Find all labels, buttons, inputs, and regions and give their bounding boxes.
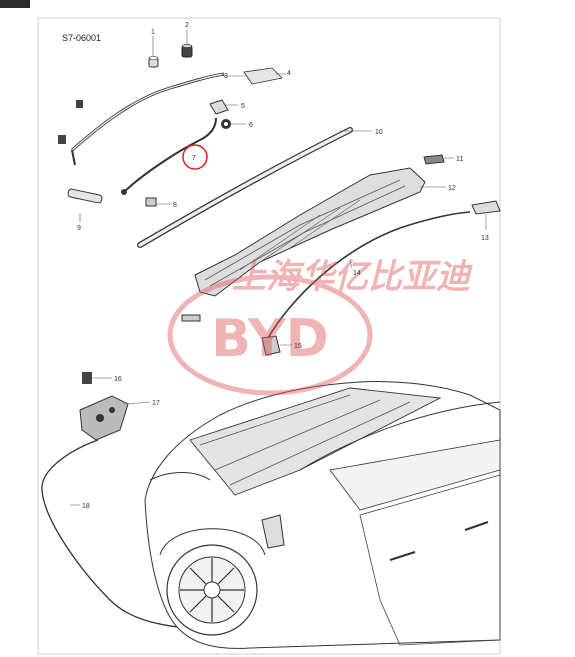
callout-18: 18 [82,503,90,510]
vehicle-illustration [144,381,501,649]
callout-8: 8 [173,202,177,209]
part-2-clip [181,30,193,58]
callout-2: 2 [185,22,189,29]
part-1-clip [148,36,159,68]
callout-6: 6 [249,122,253,129]
diagram-code: S7-06001 [62,33,101,43]
callout-16: 16 [114,376,122,383]
callout-12: 12 [448,185,456,192]
part-3-harness [71,72,225,166]
part-6-grommet [221,119,231,129]
part-10-molding [137,127,353,248]
corner-tab [0,0,30,8]
part-7-highlight-circle [182,144,208,170]
part-17-latch [79,395,129,441]
part-3-clip-left [58,100,83,144]
watermark-logo-ring [167,274,373,396]
diagram-frame [37,17,501,655]
part-4-bracket [243,67,283,85]
part-15-clip [261,335,281,356]
callout-4: 4 [287,70,291,77]
callout-7: 7 [192,155,196,162]
callout-5: 5 [241,103,245,110]
part-13-bracket [471,200,501,215]
part-5-clip [209,99,229,115]
part-16-latch-pin [82,372,112,384]
part-9-rod [67,188,103,222]
part-7-hose [121,117,217,195]
callout-10: 10 [375,129,383,136]
callout-3: 3 [224,73,228,80]
watermark: BYD 上海华亿比亚迪 [167,257,473,396]
callout-labels: 1 2 3 4 5 6 7 8 9 10 11 12 13 14 15 16 1… [70,22,489,510]
watermark-logo: BYD [211,309,329,369]
part-8-connector [145,197,157,207]
callout-15: 15 [294,343,302,350]
part-small-clip [181,314,201,322]
part-11-clip [423,154,445,165]
callout-11: 11 [456,156,463,163]
callout-9: 9 [77,225,81,232]
callout-1: 1 [151,29,155,36]
callout-13: 13 [481,235,489,242]
part-14-trim [267,211,471,339]
callout-14: 14 [353,270,361,277]
watermark-text: 上海华亿比亚迪 [232,257,473,297]
callout-17: 17 [152,400,160,407]
